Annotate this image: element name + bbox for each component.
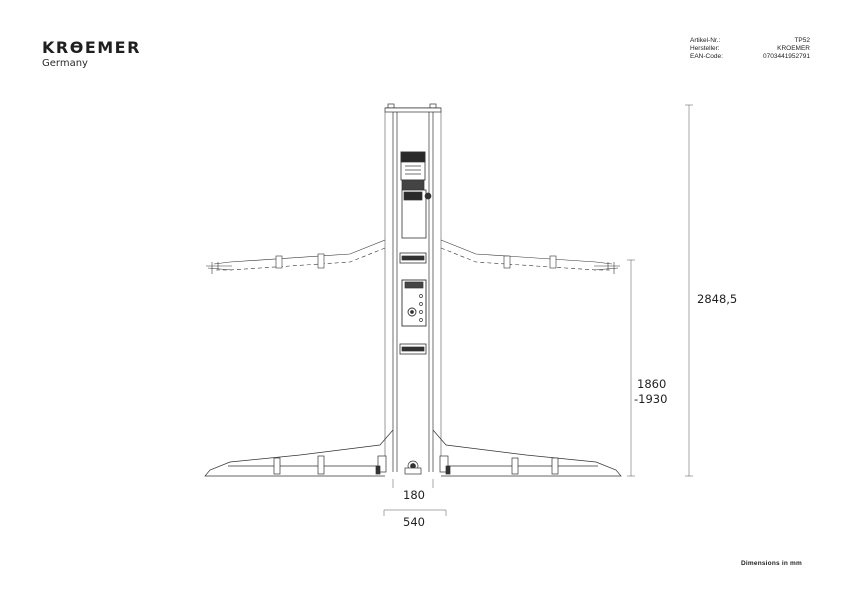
article-number-value: TP52: [794, 37, 810, 44]
lift-column: [384, 103, 442, 472]
base-width-label: 540: [403, 515, 425, 529]
article-number-row: Artikel-Nr.: TP52: [690, 37, 810, 45]
manufacturer-label: Hersteller:: [690, 45, 720, 52]
lift-height-label-line2: -1930: [634, 392, 668, 406]
brand-name: KRϴEMER: [42, 38, 141, 57]
lift-height-label-line1: 1860: [637, 377, 667, 391]
motor-pump-unit: [400, 151, 432, 239]
overall-height-label: 2848,5: [697, 292, 738, 306]
manufacturer-row: Hersteller: KROEMER: [690, 45, 810, 53]
control-box: [401, 279, 427, 327]
ean-code-label: EAN-Code:: [690, 53, 723, 60]
column-width-label: 180: [403, 488, 425, 502]
base-arms: [204, 429, 622, 477]
ean-code-row: EAN-Code: 0703441952791: [690, 53, 810, 61]
upper-carriage-plate: [399, 252, 427, 264]
manufacturer-value: KROEMER: [777, 45, 810, 52]
raised-arms: [206, 239, 620, 274]
units-footnote: Dimensions in mm: [741, 560, 802, 567]
brand-logo: KRϴEMER Germany: [42, 38, 141, 70]
brand-subtitle: Germany: [42, 58, 88, 69]
ean-code-value: 0703441952791: [763, 53, 810, 60]
dimension-lines: [383, 104, 693, 516]
article-number-label: Artikel-Nr.:: [690, 37, 721, 44]
product-info-block: Artikel-Nr.: TP52 Hersteller: KROEMER EA…: [690, 37, 810, 61]
lower-carriage-plate: [399, 343, 427, 355]
